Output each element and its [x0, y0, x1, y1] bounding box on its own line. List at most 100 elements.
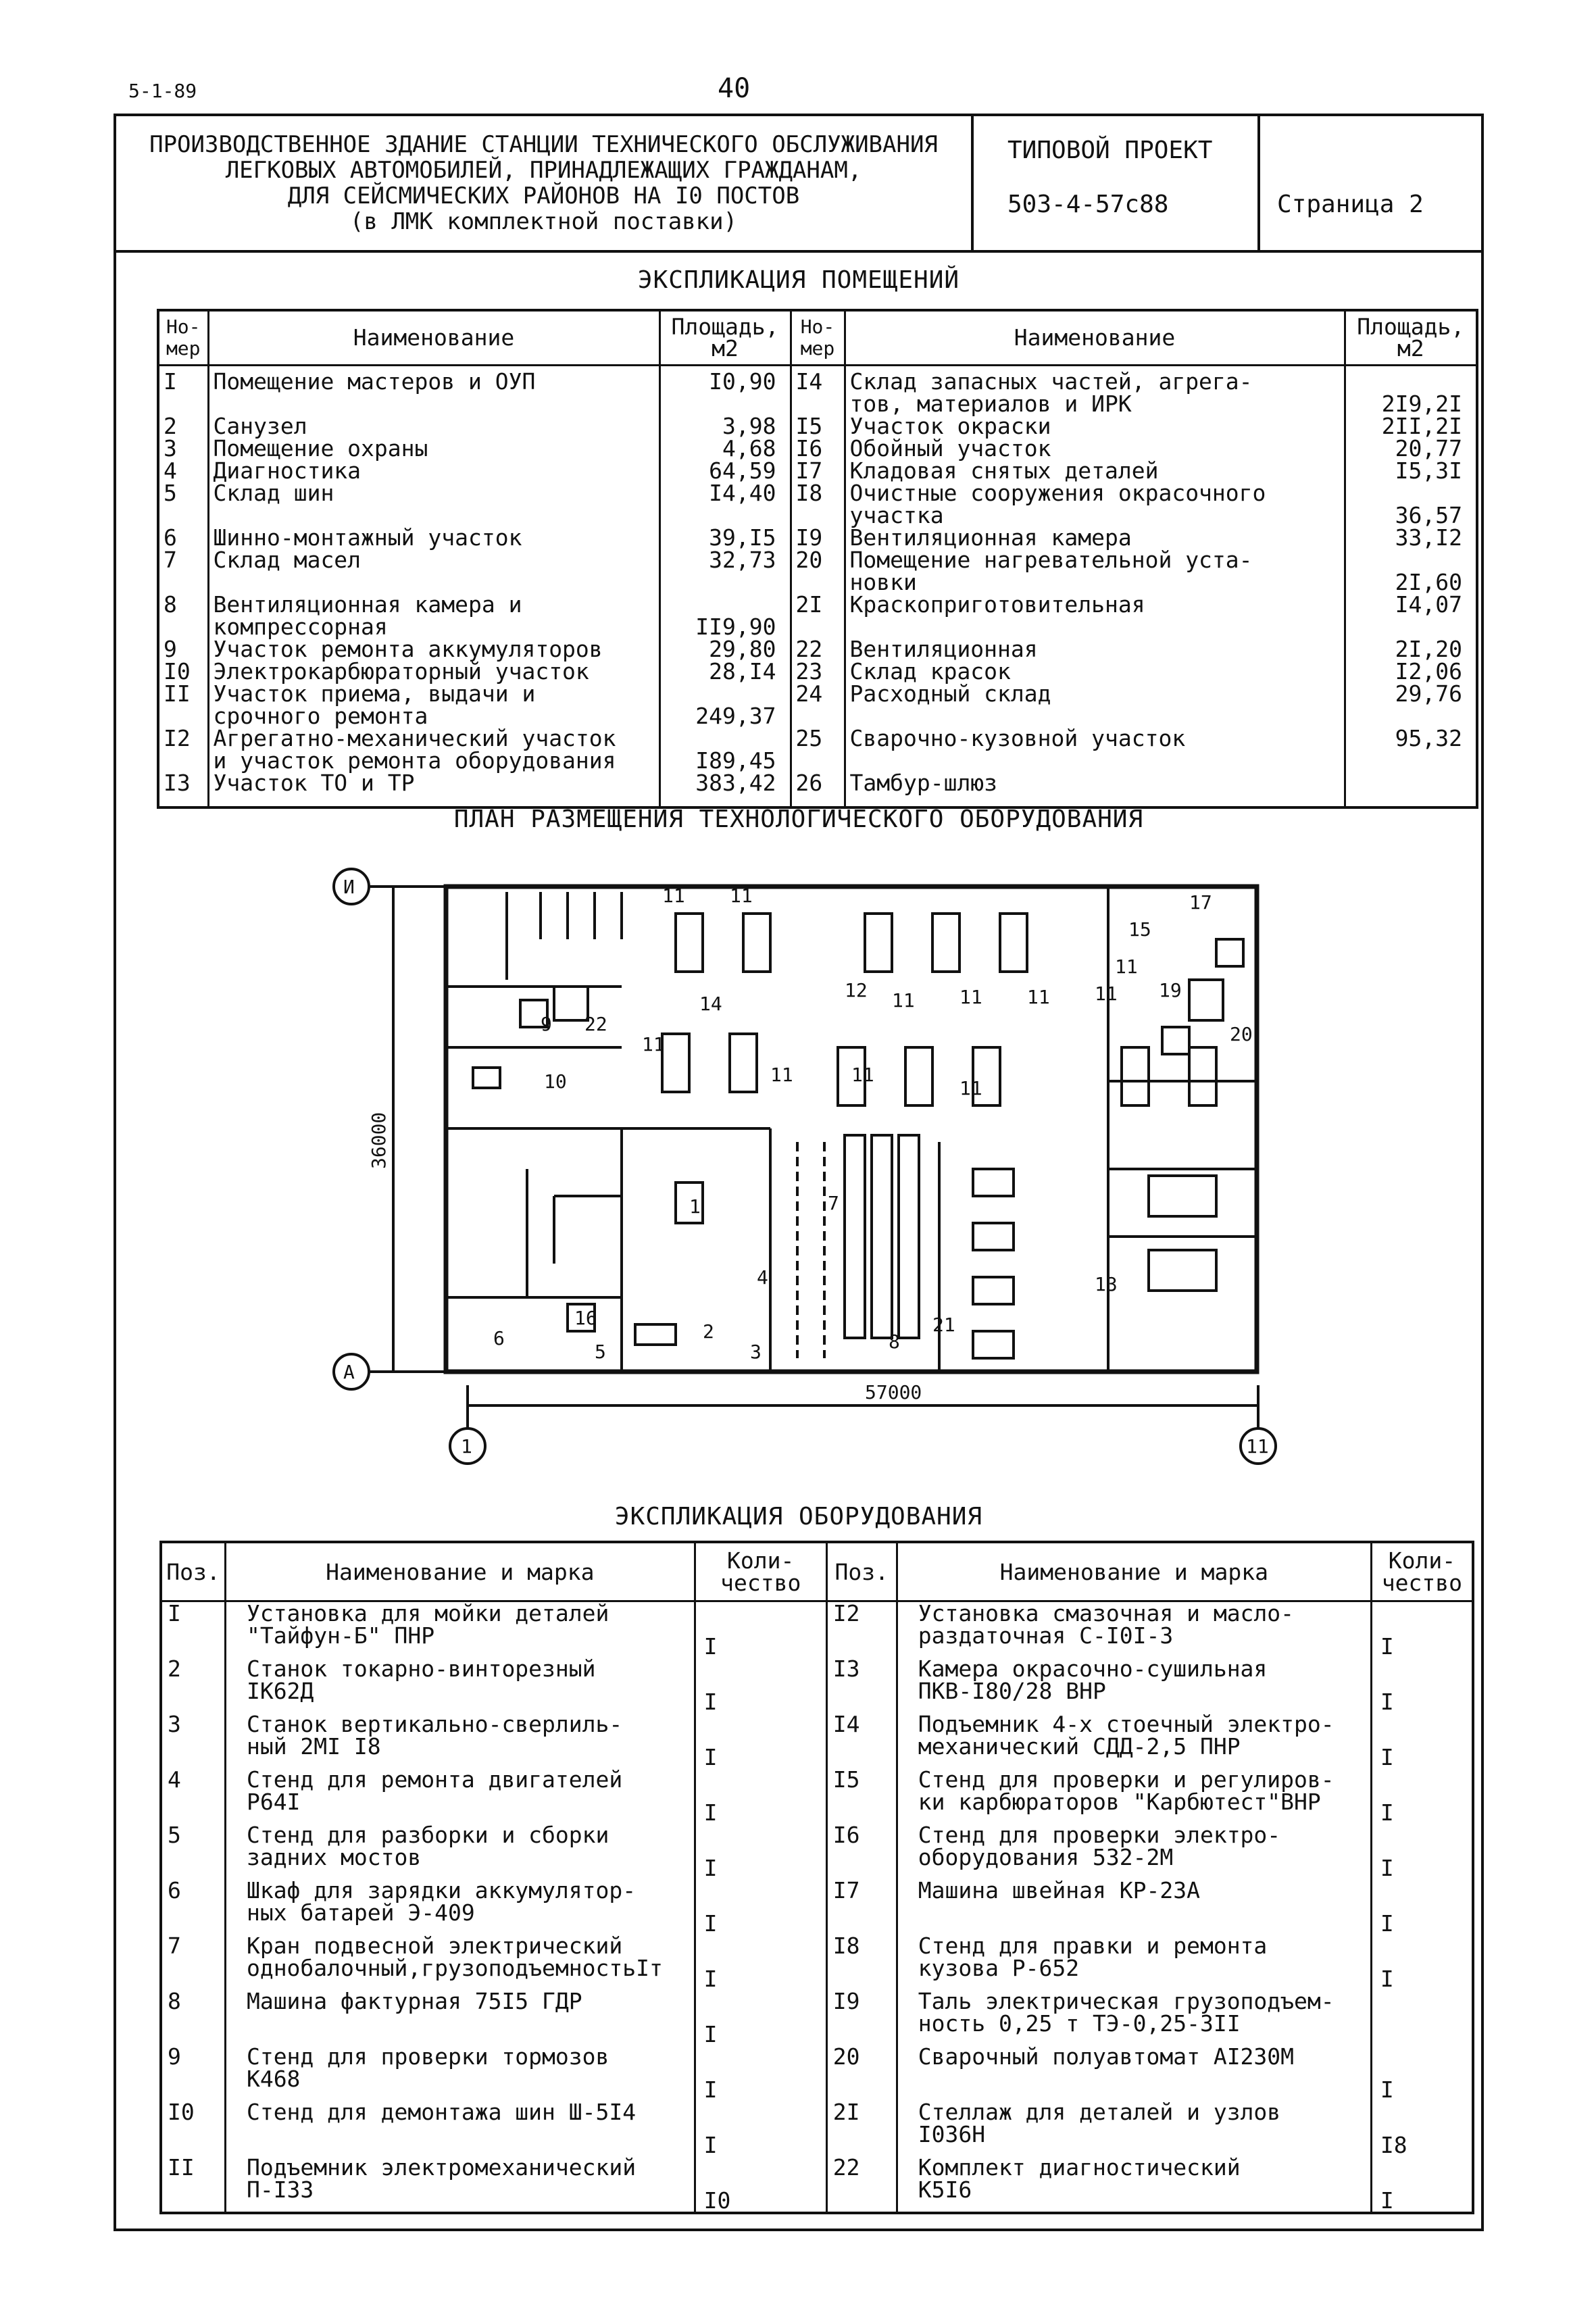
equipment-right-name: Стенд для проверки электро- оборудования… [895, 1824, 1372, 1879]
rooms-left-name: Участок ТО и ТР [207, 772, 661, 807]
rooms-left-num: 7 [157, 549, 209, 593]
equipment-right-name: Таль электрическая грузоподъем- ность 0,… [895, 1990, 1372, 2045]
plan-callout-label: 7 [828, 1192, 839, 1214]
axis-label-bottom: А [343, 1361, 355, 1383]
equip-col-name-2: Наименование и марка [895, 1541, 1372, 1602]
rooms-right-area: I2,06 [1343, 660, 1478, 682]
plan-callout-label: 15 [1128, 918, 1151, 941]
equipment-right-pos: I3 [825, 1658, 898, 1713]
equipment-right-qty: I [1370, 1713, 1474, 1768]
rooms-left-num: I0 [157, 660, 209, 682]
rooms-right-num: 23 [789, 660, 846, 682]
plan-callout-label: 20 [1230, 1023, 1253, 1045]
equipment-left-qty: I [693, 1990, 828, 2045]
rooms-right-area: 29,76 [1343, 682, 1478, 727]
equipment-left-qty: I [693, 2045, 828, 2101]
rooms-left-area: 28,I4 [658, 660, 792, 682]
rooms-left-area: 4,68 [658, 437, 792, 459]
title-line: ПРОИЗВОДСТВЕННОЕ ЗДАНИЕ СТАНЦИИ ТЕХНИЧЕС… [149, 131, 938, 158]
equipment-left-name: Стенд для демонтажа шин Ш-5I4 [224, 2101, 696, 2156]
rooms-left-area: 383,42 [658, 772, 792, 807]
plan-callout-label: 3 [750, 1341, 762, 1363]
rooms-left-area: 39,I5 [658, 526, 792, 549]
rooms-col-num-2: Но- мер [789, 309, 846, 366]
equip-col-pos-2: Поз. [825, 1541, 898, 1602]
rooms-left-num: 8 [157, 593, 209, 638]
rooms-left-area: II9,90 [658, 593, 792, 638]
equipment-right-qty: I [1370, 1601, 1474, 1658]
equipment-left-pos: 6 [159, 1879, 226, 1935]
rooms-right-num: 22 [789, 638, 846, 660]
rooms-right-num: I6 [789, 437, 846, 459]
rooms-right-area: 95,32 [1343, 727, 1478, 772]
equipment-right-name: Сварочный полуавтомат АI230М [895, 2045, 1372, 2101]
equipment-right-pos: I8 [825, 1935, 898, 1990]
rooms-right-area [1343, 772, 1478, 807]
rooms-right-area: 2II,2I [1343, 415, 1478, 437]
project-code: 503-4-57с88 [1007, 191, 1169, 218]
equipment-left-qty: I [693, 1824, 828, 1879]
equipment-items [472, 938, 1245, 1360]
plan-callout-label: 16 [574, 1307, 597, 1329]
plan-callout-label: 1 [689, 1195, 701, 1218]
equipment-right-name: Стеллаж для деталей и узлов I036Н [895, 2101, 1372, 2156]
equipment-left-qty: I [693, 1713, 828, 1768]
rooms-right-num: 24 [789, 682, 846, 727]
rooms-right-name: Краскоприготовительная [843, 593, 1346, 638]
plan-callout-label: 11 [892, 989, 915, 1012]
page-label: Страница 2 [1277, 191, 1424, 218]
rooms-left-area: 29,80 [658, 638, 792, 660]
title-block: ПРОИЗВОДСТВЕННОЕ ЗДАНИЕ СТАНЦИИ ТЕХНИЧЕС… [116, 116, 1481, 253]
rooms-right-num: 25 [789, 727, 846, 772]
equipment-right-qty: I [1370, 1658, 1474, 1713]
equipment-left-pos: II [159, 2156, 226, 2213]
equipment-left-name: Стенд для разборки и сборки задних мосто… [224, 1824, 696, 1879]
plan-callout-label: 21 [932, 1314, 955, 1336]
plan-callout-label: 11 [730, 885, 753, 907]
title-line: ДЛЯ СЕЙСМИЧЕСКИХ РАЙОНОВ НА I0 ПОСТОВ [287, 182, 800, 209]
rooms-col-num: Но- мер [157, 309, 209, 366]
rooms-right-name: Вентиляционная [843, 638, 1346, 660]
equipment-table: Поз. Наименование и марка Коли- чество П… [159, 1541, 1474, 2214]
rooms-left-num: 5 [157, 482, 209, 526]
equipment-left-pos: 7 [159, 1935, 226, 1990]
equipment-left-pos: 2 [159, 1658, 226, 1713]
equipment-left-qty: I [693, 2101, 828, 2156]
equipment-left-name: Подъемник электромеханический П-I33 [224, 2156, 696, 2213]
equipment-right-name: Подъемник 4-х стоечный электро- механиче… [895, 1713, 1372, 1768]
equipment-heading: ЭКСПЛИКАЦИЯ ОБОРУДОВАНИЯ [614, 1503, 983, 1530]
equipment-right-pos: I6 [825, 1824, 898, 1879]
plan-callout-label: 22 [584, 1013, 607, 1035]
equipment-right-qty: I8 [1370, 2101, 1474, 2156]
rooms-right-num: I8 [789, 482, 846, 526]
rooms-right-num: 26 [789, 772, 846, 807]
equipment-left-name: Шкаф для зарядки аккумулятор- ных батаре… [224, 1879, 696, 1935]
plan-callout-label: 8 [889, 1330, 900, 1353]
rooms-right-num: I5 [789, 415, 846, 437]
equipment-left-qty: I [693, 1935, 828, 1990]
project-label: ТИПОВОЙ ПРОЕКТ [1007, 136, 1213, 164]
document-title: ПРОИЗВОДСТВЕННОЕ ЗДАНИЕ СТАНЦИИ ТЕХНИЧЕС… [116, 116, 974, 250]
rooms-right-area: 36,57 [1343, 482, 1478, 526]
rooms-left-num: I3 [157, 772, 209, 807]
equipment-right-name: Стенд для проверки и регулиров- ки карбю… [895, 1768, 1372, 1824]
rooms-left-num: 3 [157, 437, 209, 459]
equipment-right-pos: 2I [825, 2101, 898, 2156]
equipment-right-name: Комплект диагностический К5I6 [895, 2156, 1372, 2213]
plan-callout-label: 10 [544, 1070, 567, 1093]
plan-callout-label: 17 [1189, 891, 1212, 914]
rooms-left-name: Склад шин [207, 482, 661, 526]
rooms-heading: ЭКСПЛИКАЦИЯ ПОМЕЩЕНИЙ [637, 266, 960, 294]
partitions [446, 887, 1257, 1372]
plan-callout-label: 11 [959, 1077, 982, 1099]
